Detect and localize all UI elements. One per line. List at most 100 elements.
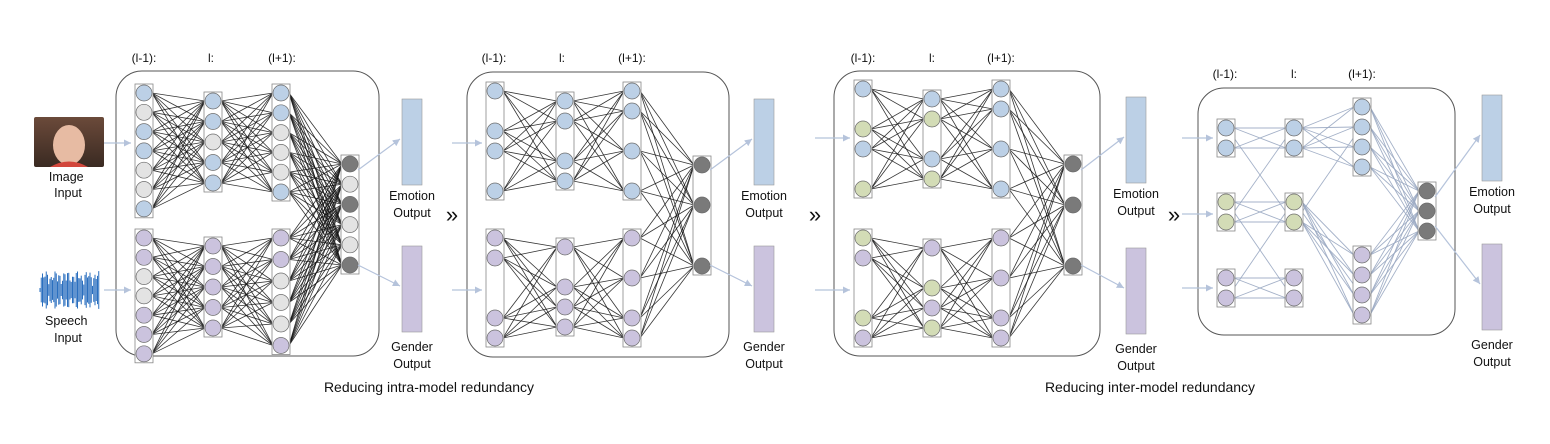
connection-line bbox=[220, 92, 274, 102]
neuron bbox=[135, 326, 153, 343]
neuron bbox=[556, 238, 574, 256]
output-arrow bbox=[709, 264, 753, 287]
neuron bbox=[135, 345, 153, 363]
connection-line bbox=[939, 148, 994, 180]
connection-line bbox=[151, 237, 206, 247]
layer-label-prev: (l-1): bbox=[851, 51, 876, 65]
connection-line bbox=[572, 306, 625, 319]
connection-line bbox=[1008, 148, 1066, 206]
neuron bbox=[272, 337, 290, 354]
connection-line bbox=[870, 118, 925, 190]
connection-line bbox=[1369, 106, 1420, 192]
neuron bbox=[923, 110, 941, 128]
connection-line bbox=[220, 302, 274, 329]
neuron bbox=[623, 309, 641, 327]
connection-line bbox=[151, 112, 206, 184]
layer-label-prev: (l-1): bbox=[132, 51, 157, 65]
neuron bbox=[1217, 269, 1235, 287]
neuron bbox=[204, 278, 222, 296]
connection-line bbox=[502, 90, 558, 102]
connection-line bbox=[1369, 190, 1420, 256]
connection-line bbox=[151, 276, 206, 288]
gender-output-bar bbox=[401, 245, 423, 333]
connection-line bbox=[288, 259, 343, 266]
connection-line bbox=[639, 190, 695, 206]
connection-line bbox=[151, 182, 206, 190]
gender-output-bar bbox=[1125, 247, 1147, 335]
neuron bbox=[272, 84, 290, 102]
connection-line bbox=[220, 245, 274, 282]
waveform-icon bbox=[39, 271, 100, 309]
connection-line bbox=[1008, 88, 1066, 165]
connection-line bbox=[572, 277, 625, 308]
connection-line bbox=[151, 327, 206, 335]
layer-box bbox=[622, 81, 642, 201]
connection-line bbox=[151, 307, 206, 355]
neuron bbox=[1285, 289, 1303, 307]
neuron bbox=[623, 102, 641, 120]
connection-line bbox=[1008, 188, 1066, 206]
double-chevron-icon: » bbox=[1168, 202, 1180, 227]
connection-line bbox=[572, 180, 625, 192]
layer-box bbox=[271, 228, 291, 355]
connection-line bbox=[151, 256, 206, 288]
connection-line bbox=[220, 92, 274, 184]
connection-line bbox=[1233, 277, 1287, 299]
connection-line bbox=[639, 164, 695, 239]
neuron bbox=[204, 237, 222, 255]
connection-line bbox=[939, 88, 994, 100]
neuron bbox=[992, 229, 1010, 247]
neuron bbox=[693, 196, 711, 214]
connection-line bbox=[939, 88, 994, 180]
neuron bbox=[272, 163, 290, 181]
connection-line bbox=[288, 163, 343, 282]
neuron bbox=[1064, 155, 1082, 173]
neuron bbox=[135, 142, 153, 160]
neuron bbox=[556, 318, 574, 336]
connection-line bbox=[1301, 221, 1355, 256]
connection-line bbox=[288, 183, 343, 193]
connection-line bbox=[151, 150, 206, 184]
neuron bbox=[1353, 118, 1371, 136]
layer-box bbox=[853, 228, 873, 348]
connection-line bbox=[502, 180, 558, 192]
neuron bbox=[135, 229, 153, 247]
connection-line bbox=[939, 237, 994, 249]
neuron bbox=[1353, 158, 1371, 176]
connection-line bbox=[870, 237, 925, 249]
connection-line bbox=[151, 150, 206, 163]
layer-box bbox=[991, 79, 1011, 199]
neuron bbox=[341, 236, 359, 254]
neuron bbox=[854, 309, 872, 327]
neuron bbox=[204, 299, 222, 316]
connection-line bbox=[502, 246, 558, 259]
connection-line bbox=[220, 307, 274, 325]
connection-line bbox=[572, 237, 625, 308]
connection-line bbox=[220, 92, 274, 163]
connection-line bbox=[151, 237, 206, 267]
connection-line bbox=[1233, 201, 1287, 223]
neuron bbox=[204, 92, 222, 110]
layer-box bbox=[1352, 97, 1372, 177]
output-arrow bbox=[1080, 264, 1125, 289]
connection-line bbox=[1008, 148, 1066, 267]
connection-line bbox=[220, 237, 274, 288]
connection-line bbox=[502, 150, 558, 182]
speech-input: Speech Input bbox=[39, 271, 100, 345]
neuron bbox=[854, 329, 872, 347]
connection-line bbox=[1008, 265, 1066, 319]
connection-line bbox=[1008, 265, 1066, 339]
connection-line bbox=[151, 295, 206, 308]
connection-line bbox=[939, 237, 994, 309]
connection-line bbox=[572, 237, 625, 328]
connection-line bbox=[1301, 147, 1355, 168]
neuron bbox=[204, 154, 222, 171]
connection-line bbox=[151, 237, 206, 308]
connections bbox=[1233, 106, 1420, 316]
neuron bbox=[486, 122, 504, 140]
